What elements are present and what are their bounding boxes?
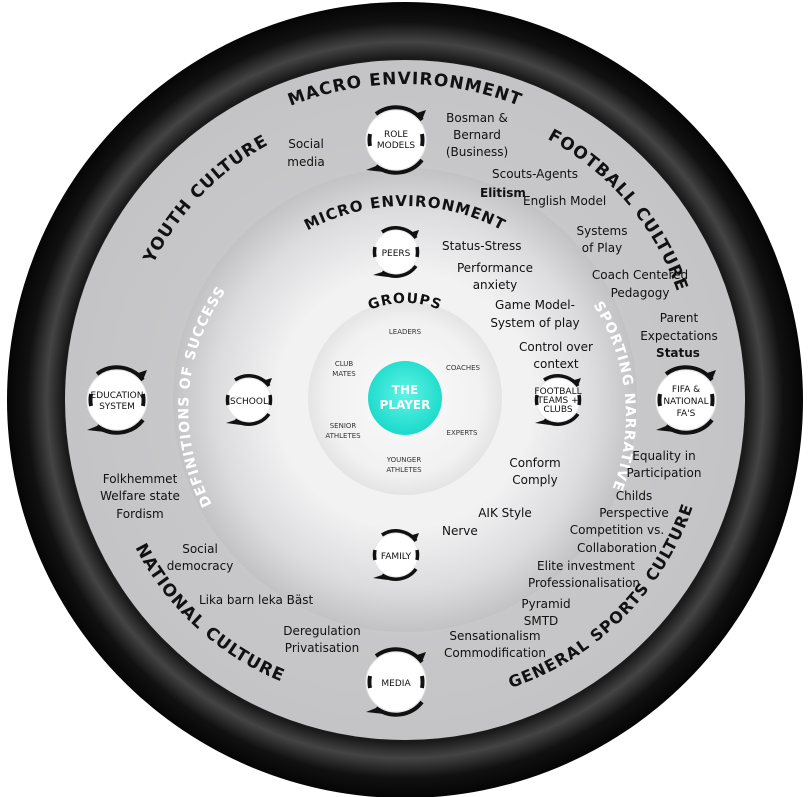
note-social-democracy-2: democracy: [167, 559, 234, 573]
note-bosman-3: (Business): [446, 145, 508, 159]
player-label-line2: PLAYER: [380, 398, 431, 412]
note-social-media-1: Social: [288, 137, 324, 151]
group-younger-line1: YOUNGER: [386, 456, 422, 464]
note-folkhemmet: Folkhemmet: [103, 472, 178, 486]
note-control-1: Control over: [519, 340, 593, 354]
svg-text:SYSTEM: SYSTEM: [99, 402, 135, 412]
note-scouts: Scouts-Agents: [492, 167, 578, 181]
node-role-models: ROLE MODELS: [361, 105, 428, 175]
note-smtd: SMTD: [524, 614, 559, 628]
player-label-line1: THE: [392, 383, 418, 397]
node-school: SCHOOL: [224, 374, 274, 427]
groups-title: GROUPS: [366, 291, 444, 314]
svg-text:NATIONAL: NATIONAL: [663, 397, 708, 407]
svg-text:FIFA &: FIFA &: [672, 385, 700, 395]
note-nerve: Nerve: [442, 524, 478, 538]
note-lika-barn: Lika barn leka Bäst: [199, 593, 314, 607]
group-club-mates-line1: CLUB: [335, 360, 354, 368]
note-competition-1: Competition vs.: [570, 523, 664, 537]
node-education-system: EDUCATION SYSTEM: [82, 365, 149, 435]
svg-text:MODELS: MODELS: [377, 141, 415, 151]
note-performance-1: Performance: [457, 261, 533, 275]
note-deregulation: Deregulation: [283, 624, 361, 638]
group-experts: EXPERTS: [447, 429, 478, 437]
note-equality-1: Equality in: [632, 449, 695, 463]
note-english-model: English Model: [523, 194, 606, 208]
note-status: Status: [656, 346, 700, 360]
note-welfare: Welfare state: [100, 489, 180, 503]
note-childs-1: Childs: [616, 489, 653, 503]
note-elite-investment: Elite investment: [537, 559, 635, 573]
note-systems-1: Systems: [577, 224, 628, 238]
note-bosman-1: Bosman &: [446, 111, 508, 125]
note-childs-2: Perspective: [599, 506, 669, 520]
node-media: MEDIA: [361, 647, 428, 717]
note-professionalisation: Professionalisation: [528, 576, 640, 590]
note-control-2: context: [533, 357, 579, 371]
note-comply: Comply: [512, 473, 557, 487]
node-peers: PEERS: [371, 226, 421, 279]
note-systems-2: of Play: [582, 241, 622, 255]
note-parent-2: Expectations: [640, 329, 718, 343]
svg-text:SCHOOL: SCHOOL: [230, 397, 268, 407]
group-younger-line2: ATHLETES: [386, 466, 422, 474]
note-conform: Conform: [509, 456, 560, 470]
note-social-democracy-1: Social: [182, 542, 218, 556]
svg-text:PEERS: PEERS: [382, 249, 411, 259]
svg-text:TEAMS +: TEAMS +: [536, 396, 578, 406]
note-fordism: Fordism: [116, 507, 163, 521]
svg-text:FAMILY: FAMILY: [381, 552, 412, 562]
group-club-mates-line2: MATES: [332, 370, 356, 378]
note-privatisation: Privatisation: [285, 641, 359, 655]
note-status-stress: Status-Stress: [442, 239, 521, 253]
note-coach-centered-1: Coach Centered: [592, 268, 688, 282]
note-equality-2: Participation: [627, 466, 702, 480]
node-family: FAMILY: [371, 529, 421, 582]
node-football-teams-clubs: FOOTBALL TEAMS + CLUBS: [533, 374, 583, 427]
node-fifa-national-fas: FIFA & NATIONAL FA'S: [651, 365, 718, 435]
note-social-media-2: media: [287, 155, 324, 169]
note-coach-centered-2: Pedagogy: [611, 286, 670, 300]
svg-text:MEDIA: MEDIA: [381, 679, 411, 689]
group-senior-line2: ATHLETES: [325, 432, 361, 440]
group-leaders: LEADERS: [389, 328, 422, 336]
note-commodification: Commodification: [444, 646, 546, 660]
note-performance-2: anxiety: [473, 278, 518, 292]
notes: Social media Bosman & Bernard (Business)…: [100, 111, 718, 660]
svg-text:FA'S: FA'S: [677, 409, 696, 419]
note-sensationalism: Sensationalism: [449, 629, 540, 643]
note-game-model-1: Game Model-: [495, 298, 575, 312]
svg-text:ROLE: ROLE: [384, 130, 408, 140]
svg-text:CLUBS: CLUBS: [543, 405, 572, 415]
svg-text:EDUCATION: EDUCATION: [91, 391, 144, 401]
note-elitism: Elitism: [480, 186, 526, 200]
player-circle: [368, 361, 442, 435]
note-pyramid: Pyramid: [521, 597, 570, 611]
svg-text:FOOTBALL: FOOTBALL: [534, 387, 581, 397]
group-senior-line1: SENIOR: [330, 422, 357, 430]
note-aik: AIK Style: [478, 506, 532, 520]
note-competition-2: Collaboration: [577, 541, 657, 555]
note-bosman-2: Bernard: [453, 128, 501, 142]
note-game-model-2: System of play: [490, 316, 579, 330]
note-parent-1: Parent: [660, 311, 699, 325]
group-coaches: COACHES: [446, 364, 481, 372]
